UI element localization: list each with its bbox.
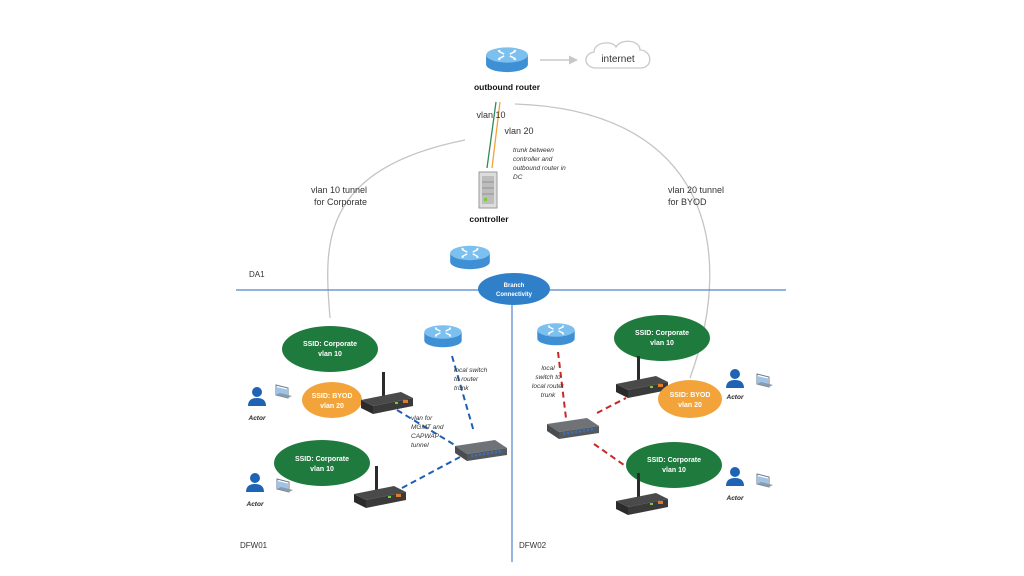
- svg-text:vlan 20: vlan 20: [678, 402, 702, 409]
- dfw02-branch: local switch to local router trunk SSID:…: [519, 315, 774, 550]
- actor-label: Actor: [726, 394, 744, 401]
- actor-2: Actor: [246, 473, 294, 508]
- outbound-router-label: outbound router: [474, 82, 541, 92]
- svg-text:local router: local router: [532, 383, 565, 390]
- right-trunk-router-switch: [557, 351, 567, 419]
- dfw01-switch: [453, 438, 509, 463]
- svg-text:vlan for: vlan for: [411, 415, 433, 422]
- svg-text:vlan 10 tunnel: vlan 10 tunnel: [311, 185, 367, 195]
- svg-text:to router: to router: [454, 376, 479, 383]
- tunnel-right-label: vlan 20 tunnel for BYOD: [668, 185, 724, 207]
- branch-connectivity-badge: Branch Connectivity: [478, 273, 550, 305]
- vlan20-label: vlan 20: [504, 126, 533, 136]
- actor-label: Actor: [248, 415, 266, 422]
- svg-text:vlan 10: vlan 10: [650, 340, 674, 347]
- svg-text:Branch: Branch: [504, 283, 525, 289]
- left-switch-note: local switch to router trunk: [454, 367, 488, 392]
- svg-text:SSID: BYOD: SSID: BYOD: [312, 393, 353, 400]
- svg-text:vlan 10: vlan 10: [310, 466, 334, 473]
- actor-4: Actor: [726, 467, 774, 502]
- vlan10-link: [486, 101, 497, 169]
- mgmt-note: vlan for MGMT and CAPWAP tunnel: [411, 415, 444, 449]
- svg-text:for BYOD: for BYOD: [668, 197, 707, 207]
- da1-router: [449, 245, 491, 270]
- svg-text:controller and: controller and: [513, 156, 553, 163]
- vlan20-tunnel-line: [514, 103, 711, 379]
- left-link-switch-ap1: [396, 409, 459, 448]
- svg-text:SSID: Corporate: SSID: Corporate: [647, 457, 701, 464]
- actor-label: Actor: [246, 501, 264, 508]
- dfw02-label: DFW02: [519, 541, 547, 550]
- svg-text:switch to: switch to: [535, 374, 561, 381]
- ssid-corporate-pill: SSID: Corporate vlan 10: [614, 315, 710, 361]
- dfw02-access-point-1: [616, 356, 668, 398]
- ssid-corporate-pill: SSID: Corporate vlan 10: [282, 326, 378, 372]
- svg-text:MGMT and: MGMT and: [411, 424, 444, 431]
- svg-text:vlan 10: vlan 10: [662, 467, 686, 474]
- internet-label: internet: [601, 54, 635, 65]
- svg-text:DC: DC: [513, 174, 523, 181]
- vlan20-link: [491, 101, 501, 169]
- ssid-corporate-pill: SSID: Corporate vlan 10: [626, 442, 722, 488]
- internet-cloud: internet: [585, 40, 651, 69]
- actor-3: Actor: [726, 369, 774, 401]
- svg-text:Connectivity: Connectivity: [496, 292, 533, 298]
- svg-text:local switch: local switch: [454, 367, 488, 374]
- svg-text:vlan 20 tunnel: vlan 20 tunnel: [668, 185, 724, 195]
- svg-text:trunk between: trunk between: [513, 147, 554, 154]
- ssid-corporate-pill: SSID: Corporate vlan 10: [274, 440, 370, 486]
- svg-text:outbound router in: outbound router in: [513, 165, 566, 172]
- ssid-byod-pill: SSID: BYOD vlan 20: [658, 380, 722, 418]
- dfw01-label: DFW01: [240, 541, 268, 550]
- left-trunk-router-switch: [451, 355, 475, 433]
- dfw01-access-point-1: [361, 372, 413, 414]
- right-switch-note: local switch to local router trunk: [532, 365, 565, 399]
- svg-text:for Corporate: for Corporate: [314, 197, 367, 207]
- dfw01-branch: local switch to router trunk vlan for MG…: [240, 324, 509, 550]
- ssid-byod-pill: SSID: BYOD vlan 20: [302, 382, 362, 418]
- svg-text:trunk: trunk: [454, 385, 469, 392]
- tunnel-left-label: vlan 10 tunnel for Corporate: [311, 185, 367, 207]
- trunk-note: trunk between controller and outbound ro…: [513, 147, 566, 181]
- dfw01-router: [423, 324, 463, 348]
- right-link-switch-ap1: [596, 397, 627, 414]
- controller-server: [478, 171, 498, 209]
- dfw02-switch: [545, 416, 601, 441]
- svg-text:SSID: Corporate: SSID: Corporate: [635, 330, 689, 337]
- svg-text:local: local: [541, 365, 555, 372]
- svg-text:vlan 20: vlan 20: [320, 403, 344, 410]
- controller-label: controller: [469, 214, 509, 224]
- dfw02-router: [536, 322, 576, 346]
- svg-text:SSID: Corporate: SSID: Corporate: [295, 456, 349, 463]
- da1-label: DA1: [249, 270, 265, 279]
- svg-text:SSID: Corporate: SSID: Corporate: [303, 341, 357, 348]
- vlan10-tunnel-line: [327, 139, 466, 319]
- actor-1: Actor: [248, 384, 293, 422]
- left-link-switch-ap2: [401, 456, 461, 489]
- svg-text:SSID: BYOD: SSID: BYOD: [670, 392, 711, 399]
- svg-text:CAPWAP: CAPWAP: [411, 433, 440, 440]
- svg-text:vlan 10: vlan 10: [318, 351, 342, 358]
- svg-text:tunnel: tunnel: [411, 442, 429, 449]
- vlan10-label: vlan 10: [476, 110, 505, 120]
- actor-label: Actor: [726, 495, 744, 502]
- outbound-router: [485, 46, 529, 73]
- svg-text:trunk: trunk: [541, 392, 556, 399]
